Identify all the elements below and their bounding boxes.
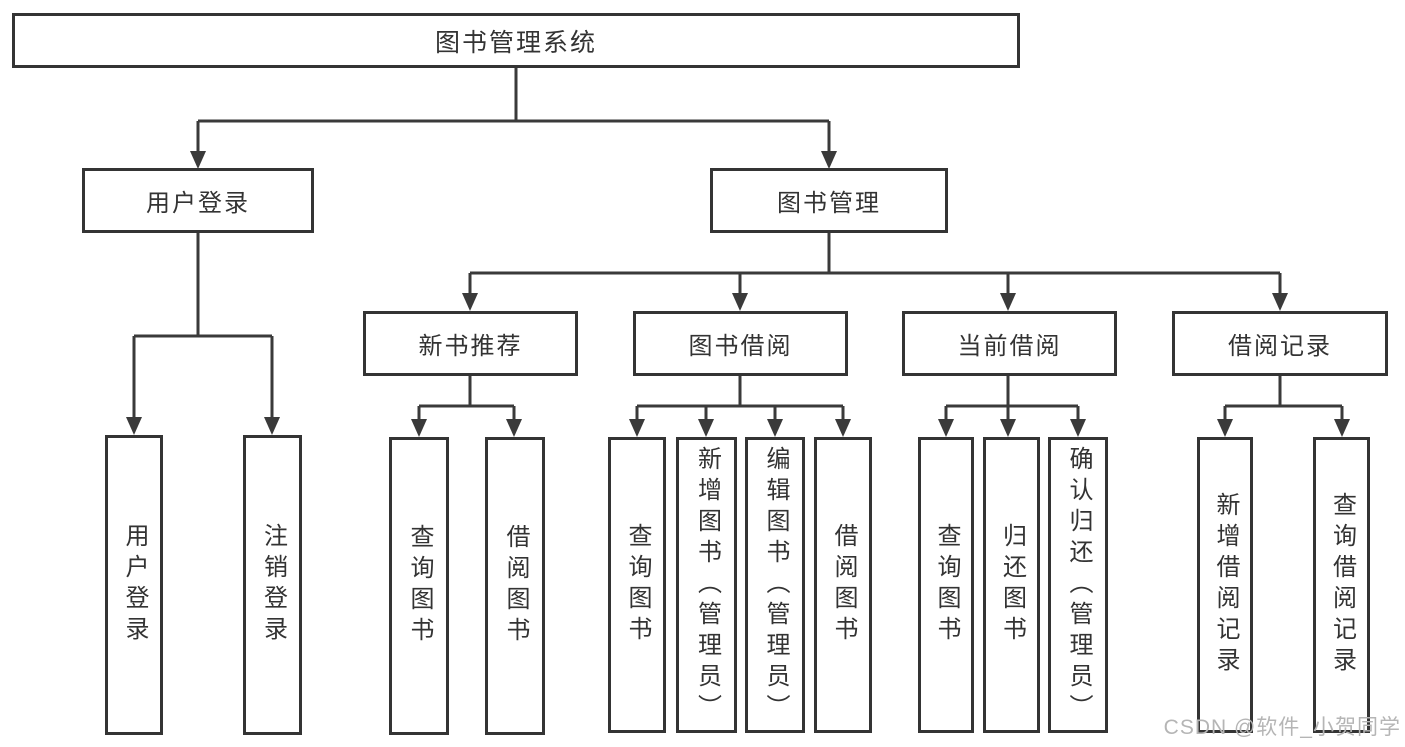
- node-borrow-books-recommend: 借阅图书: [485, 437, 545, 735]
- node-borrowing-records: 借阅记录: [1172, 311, 1388, 376]
- arrowheads-userlogin-children: [126, 417, 280, 435]
- node-query-books-borrowing: 查询图书: [608, 437, 666, 733]
- node-borrowing-records-label: 借阅记录: [1228, 333, 1332, 360]
- node-edit-books-admin-label: 编辑图书（管理员）: [762, 445, 789, 725]
- node-login-action: 用户登录: [105, 435, 163, 735]
- node-add-books-admin-label: 新增图书（管理员）: [693, 445, 721, 725]
- node-add-borrow-record: 新增借阅记录: [1197, 437, 1253, 733]
- connector-userlogin-children: [132, 233, 274, 418]
- node-add-books-admin: 新增图书（管理员）: [676, 437, 737, 733]
- node-borrow-books-recommend-label: 借阅图书: [502, 524, 529, 648]
- node-book-borrowing-label: 图书借阅: [688, 333, 793, 360]
- node-logout-action: 注销登录: [243, 435, 302, 735]
- node-return-books-label: 归还图书: [998, 523, 1026, 647]
- node-new-book-recommend: 新书推荐: [363, 311, 578, 376]
- node-book-management: 图书管理: [710, 168, 948, 233]
- node-login-action-label: 用户登录: [121, 523, 148, 647]
- node-return-books: 归还图书: [983, 437, 1040, 733]
- node-add-borrow-record-label: 新增借阅记录: [1212, 492, 1239, 678]
- node-new-book-recommend-label: 新书推荐: [418, 333, 523, 360]
- connector-root-to-level1: [196, 67, 831, 152]
- arrowheads-level2: [462, 293, 1288, 311]
- node-current-borrowing: 当前借阅: [902, 311, 1117, 376]
- arrowheads-bookborrow-children: [629, 419, 851, 437]
- node-query-borrow-record: 查询借阅记录: [1313, 437, 1370, 733]
- arrowheads-level1: [190, 151, 837, 169]
- node-query-books-recommend: 查询图书: [389, 437, 449, 735]
- node-logout-action-label: 注销登录: [259, 523, 287, 647]
- arrowheads-newbook-children: [411, 419, 522, 437]
- node-borrow-books-borrowing: 借阅图书: [814, 437, 872, 733]
- node-user-login-label: 用户登录: [146, 190, 250, 217]
- node-confirm-return-admin: 确认归还（管理员）: [1048, 437, 1108, 733]
- node-current-borrowing-label: 当前借阅: [957, 333, 1062, 360]
- node-book-management-label: 图书管理: [777, 190, 881, 217]
- node-query-borrow-record-label: 查询借阅记录: [1328, 492, 1356, 678]
- node-user-login: 用户登录: [82, 168, 314, 233]
- connector-records-children: [1223, 376, 1344, 420]
- connector-currentborrow-children: [944, 376, 1080, 420]
- node-confirm-return-admin-label: 确认归还（管理员）: [1065, 445, 1092, 725]
- node-query-books-recommend-label: 查询图书: [406, 524, 433, 648]
- node-query-books-current: 查询图书: [918, 437, 974, 733]
- connector-bookmgmt-to-level2: [468, 233, 1282, 294]
- node-edit-books-admin: 编辑图书（管理员）: [745, 437, 805, 733]
- arrowheads-records-children: [1217, 419, 1350, 437]
- node-borrow-books-borrowing-label: 借阅图书: [830, 523, 857, 647]
- node-root-system: 图书管理系统: [12, 13, 1020, 68]
- node-query-books-current-label: 查询图书: [933, 523, 960, 647]
- node-query-books-borrowing-label: 查询图书: [624, 523, 651, 647]
- connector-bookborrow-children: [635, 376, 845, 420]
- connector-newbook-children: [417, 376, 516, 420]
- node-book-borrowing: 图书借阅: [633, 311, 848, 376]
- node-root-label: 图书管理系统: [434, 28, 597, 57]
- arrowheads-currentborrow-children: [938, 419, 1086, 437]
